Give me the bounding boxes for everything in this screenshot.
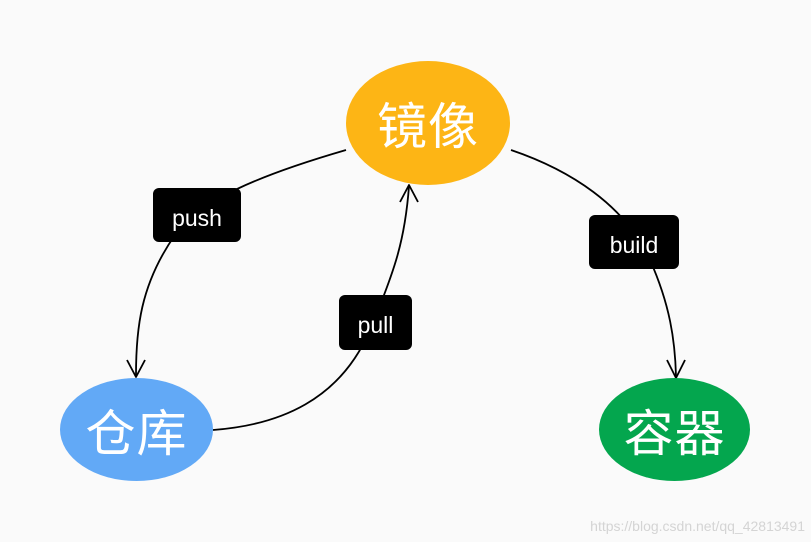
- edge-push-line: [135, 149, 347, 376]
- node-repository: 仓库: [60, 378, 213, 481]
- edge-push-arrowhead: [126, 359, 146, 378]
- node-container: 容器: [599, 378, 750, 481]
- edge-pull-arrowhead: [399, 184, 419, 203]
- node-mirror: 镜像: [346, 61, 510, 185]
- watermark-text: https://blog.csdn.net/qq_42813491: [590, 518, 805, 534]
- edge-label-build: build: [589, 215, 679, 269]
- edge-label-pull: pull: [339, 295, 412, 350]
- edge-label-push: push: [153, 188, 241, 242]
